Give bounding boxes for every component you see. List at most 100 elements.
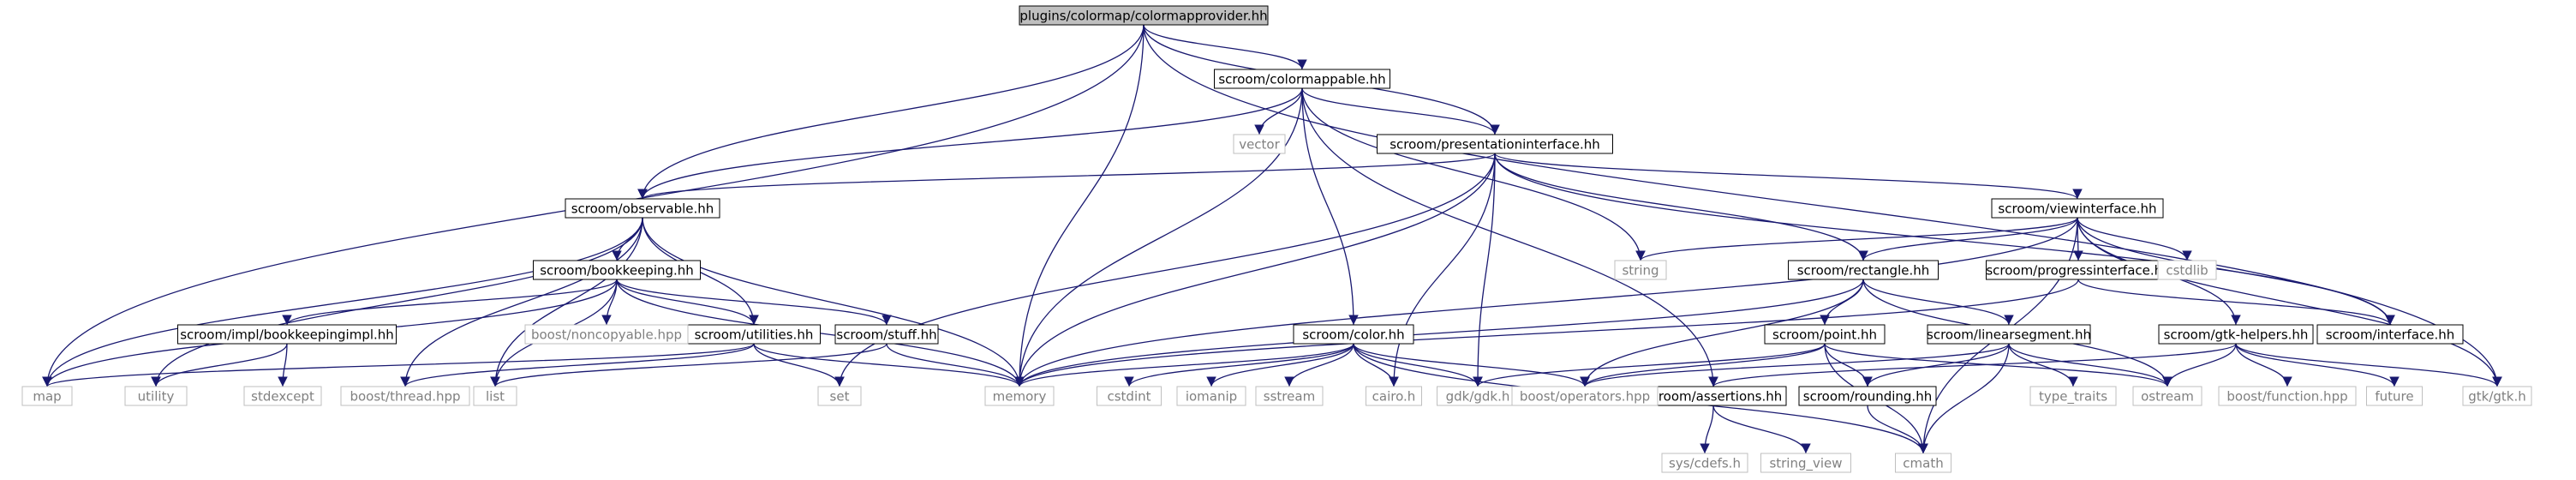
node-boostoperators-label: boost/operators.hpp xyxy=(1520,389,1650,405)
node-colormappable[interactable]: scroom/colormappable.hh xyxy=(1214,69,1390,89)
node-boostoperators-box xyxy=(1511,386,1659,406)
edge-observable-to-utility xyxy=(151,217,643,387)
edge-bookkeeping-to-utilities xyxy=(616,279,759,326)
node-color-box xyxy=(1293,324,1414,345)
edge-presentationinterface-to-set xyxy=(834,153,1496,387)
node-interface[interactable]: scroom/interface.hh xyxy=(2316,324,2464,345)
node-boostthread-box xyxy=(340,386,470,406)
node-map-box xyxy=(21,386,73,406)
node-memory: memory xyxy=(984,386,1055,406)
node-rounding-label: scroom/rounding.hh xyxy=(1803,389,1932,405)
node-presentationinterface[interactable]: scroom/presentationinterface.hh xyxy=(1377,134,1613,154)
node-color[interactable]: scroom/color.hh xyxy=(1293,324,1414,345)
node-iomanip: iomanip xyxy=(1176,386,1246,406)
node-cairo: cairo.h xyxy=(1366,386,1422,406)
node-set-label: set xyxy=(830,389,850,405)
node-typetraits-label: type_traits xyxy=(2039,389,2107,405)
edge-colormappable-to-color xyxy=(1301,87,1359,326)
node-gtkhelpers[interactable]: scroom/gtk-helpers.hh xyxy=(2158,324,2314,345)
node-utilities[interactable]: scroom/utilities.hh xyxy=(687,324,821,345)
node-interface-box xyxy=(2316,324,2464,345)
edge-point-to-boostoperators xyxy=(1580,343,1826,387)
node-progressinterface[interactable]: scroom/progressinterface.hh xyxy=(1986,260,2171,280)
edge-viewinterface-to-gtk xyxy=(2077,217,2502,387)
node-color-label: scroom/color.hh xyxy=(1302,327,1404,343)
node-boostfunction-box xyxy=(2218,386,2357,406)
node-viewinterface[interactable]: scroom/viewinterface.hh xyxy=(1991,198,2164,219)
edge-root-to-observable xyxy=(637,24,1145,200)
node-string: string xyxy=(1614,260,1667,280)
node-memory-label: memory xyxy=(993,389,1047,405)
node-sstream-box xyxy=(1255,386,1324,406)
node-vector-box xyxy=(1233,134,1286,154)
edge-presentationinterface-to-memory xyxy=(1014,153,1496,387)
edge-bookkeeping-to-bookkeepingimpl xyxy=(282,279,618,326)
edge-bookkeeping-to-boostnoncopyable xyxy=(601,279,618,326)
edge-presentationinterface-to-cairo xyxy=(1389,153,1496,387)
edge-color-to-iomanip xyxy=(1206,343,1354,387)
node-bookkeepingimpl[interactable]: scroom/impl/bookkeepingimpl.hh xyxy=(177,324,397,345)
node-point[interactable]: scroom/point.hh xyxy=(1764,324,1886,345)
edges-layer xyxy=(42,24,2502,454)
node-cstdlib: cstdlib xyxy=(2157,260,2217,280)
node-syscdefs-box xyxy=(1661,453,1748,473)
node-root[interactable]: plugins/colormap/colormapprovider.hh xyxy=(1019,5,1269,26)
edge-point-to-ostream xyxy=(1824,343,2173,387)
nodes-layer: plugins/colormap/colormapprovider.hh scro… xyxy=(21,5,2532,473)
edge-presentationinterface-to-viewinterface xyxy=(1494,153,2083,200)
edge-gtkhelpers-to-boostfunction xyxy=(2235,343,2292,387)
edge-assertions-to-stringview xyxy=(1712,405,1811,454)
node-utilities-label: scroom/utilities.hh xyxy=(695,327,814,343)
edge-viewinterface-to-string xyxy=(1635,217,2078,261)
node-rounding-box xyxy=(1798,386,1937,406)
node-list-box xyxy=(473,386,517,406)
node-stuff-label: scroom/stuff.hh xyxy=(836,327,936,343)
node-boostthread: boost/thread.hpp xyxy=(340,386,470,406)
node-rectangle[interactable]: scroom/rectangle.hh xyxy=(1788,260,1939,280)
edge-presentationinterface-to-rectangle xyxy=(1494,153,1868,261)
node-linearsegment[interactable]: scroom/linearsegment.hh xyxy=(1927,324,2091,345)
node-typetraits-box xyxy=(2029,386,2117,406)
edge-gtkhelpers-to-ostream xyxy=(2162,343,2237,387)
node-progressinterface-label: scroom/progressinterface.hh xyxy=(1986,263,2170,279)
node-stringview: string_view xyxy=(1760,453,1851,473)
node-stdexcept: stdexcept xyxy=(243,386,322,406)
node-boostnoncopyable-box xyxy=(524,324,689,345)
edge-assertions-to-syscdefs xyxy=(1700,405,1714,454)
node-interface-label: scroom/interface.hh xyxy=(2326,327,2455,343)
edge-viewinterface-to-interface xyxy=(2077,217,2395,326)
node-utility: utility xyxy=(124,386,188,406)
node-linearsegment-box xyxy=(1927,324,2091,345)
node-assertions[interactable]: scroom/assertions.hh xyxy=(1640,386,1787,406)
edge-color-to-cairo xyxy=(1353,343,1399,387)
edge-color-to-sstream xyxy=(1284,343,1354,387)
edge-presentationinterface-to-observable xyxy=(637,153,1496,200)
node-boostfunction-label: boost/function.hpp xyxy=(2226,389,2347,405)
node-gtk-label: gtk/gtk.h xyxy=(2468,389,2526,405)
node-cmath-label: cmath xyxy=(1903,456,1943,471)
node-stdexcept-box xyxy=(243,386,322,406)
node-colormappable-label: scroom/colormappable.hh xyxy=(1218,72,1385,87)
node-observable[interactable]: scroom/observable.hh xyxy=(565,198,720,219)
node-cstdint: cstdint xyxy=(1097,386,1162,406)
node-linearsegment-label: scroom/linearsegment.hh xyxy=(1927,327,2091,343)
node-rounding[interactable]: scroom/rounding.hh xyxy=(1798,386,1937,406)
node-observable-label: scroom/observable.hh xyxy=(571,201,714,217)
node-cstdlib-label: cstdlib xyxy=(2166,263,2208,279)
edge-rounding-to-cmath xyxy=(1867,405,1928,454)
edge-rectangle-to-memory xyxy=(1014,279,1864,387)
edge-root-to-memory xyxy=(1014,24,1145,387)
node-bookkeeping[interactable]: scroom/bookkeeping.hh xyxy=(533,260,701,280)
node-colormappable-box xyxy=(1214,69,1390,89)
node-bookkeepingimpl-label: scroom/impl/bookkeepingimpl.hh xyxy=(180,327,394,343)
edge-utilities-to-memory xyxy=(753,343,1025,387)
edge-utilities-to-boostthread xyxy=(400,343,755,387)
node-point-label: scroom/point.hh xyxy=(1772,327,1877,343)
node-observable-box xyxy=(565,198,720,219)
node-gdk-label: gdk/gdk.h xyxy=(1446,389,1510,405)
edge-colormappable-to-observable xyxy=(637,87,1303,200)
edge-color-to-memory xyxy=(1014,343,1354,387)
edge-bookkeepingimpl-to-stdexcept xyxy=(278,343,288,387)
node-bookkeepingimpl-box xyxy=(177,324,397,345)
node-stuff[interactable]: scroom/stuff.hh xyxy=(834,324,939,345)
